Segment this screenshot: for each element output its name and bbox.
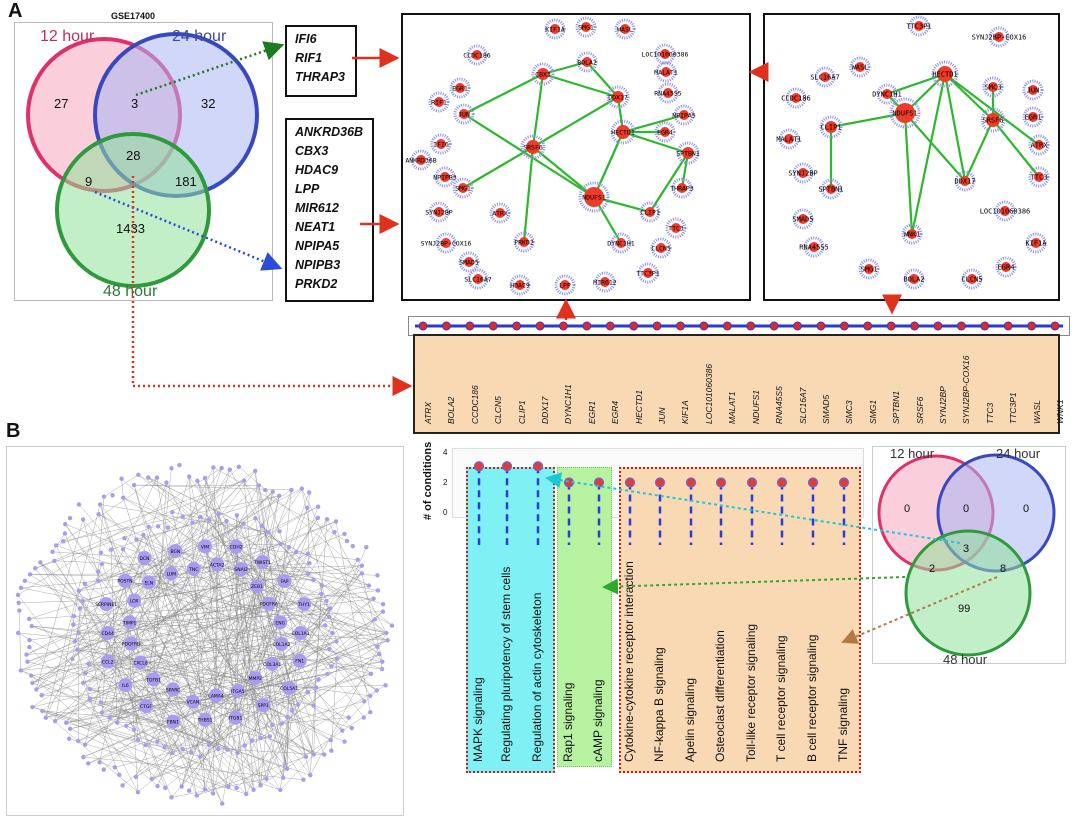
panel-a-connectors [0, 0, 1072, 440]
arrow-blue-dotted [95, 192, 280, 268]
arrow-green-dotted [136, 45, 282, 95]
arrow-red-dotted [133, 176, 410, 386]
panel-b-connectors [0, 440, 1072, 817]
